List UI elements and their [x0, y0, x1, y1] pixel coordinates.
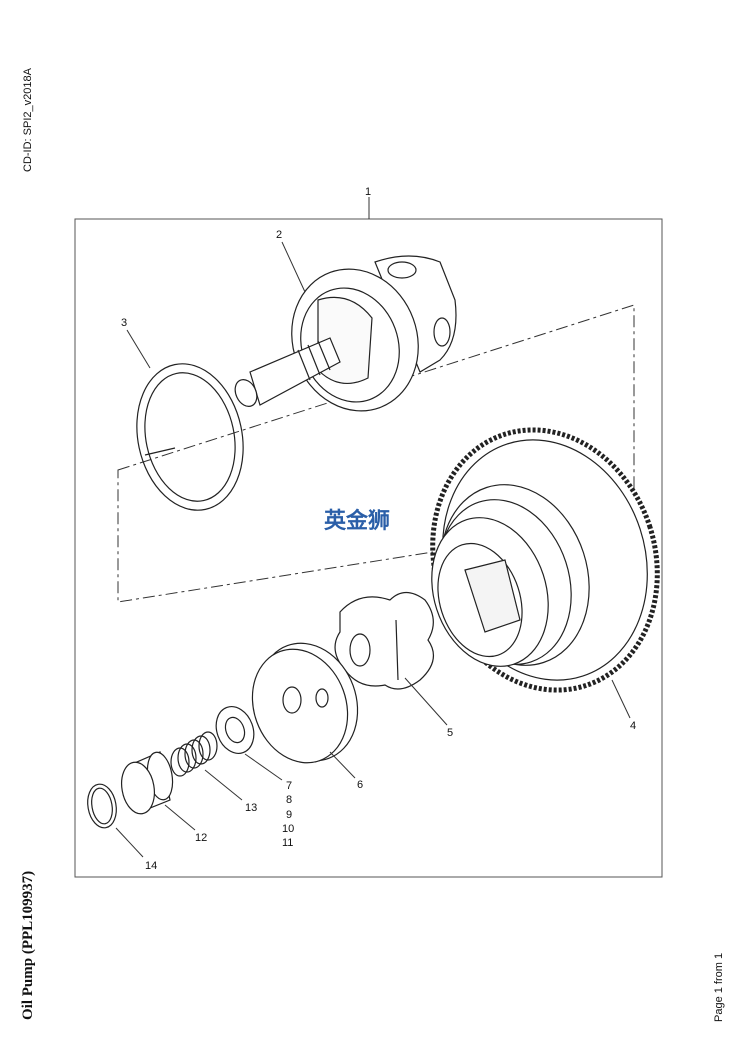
leader-14 — [115, 827, 144, 858]
leader-6 — [329, 751, 356, 779]
callout-3: 3 — [121, 317, 127, 329]
callout-5: 5 — [447, 727, 453, 739]
leader-13 — [204, 769, 243, 801]
part-5-inner-rotor — [334, 591, 435, 690]
leader-12 — [164, 804, 196, 831]
part-12-plug — [121, 751, 174, 815]
callout-7: 7 — [286, 780, 292, 792]
part-7-washer — [215, 706, 255, 754]
leader-5 — [404, 677, 448, 726]
leader-2 — [281, 241, 306, 293]
part-2-rotor-shaft — [234, 255, 457, 412]
leader-4 — [611, 679, 631, 719]
part-14-circlip — [87, 783, 117, 829]
callout-13: 13 — [245, 802, 257, 814]
callout-10: 10 — [282, 823, 294, 835]
callout-2: 2 — [276, 229, 282, 241]
callout-6: 6 — [357, 779, 363, 791]
leader-3 — [126, 329, 151, 369]
leader-7 — [244, 753, 283, 781]
part-4-drive-gear — [430, 427, 660, 693]
callout-14: 14 — [145, 860, 157, 872]
subassembly-boundary — [117, 304, 635, 603]
part-3-snap-ring — [136, 363, 244, 511]
callout-9: 9 — [286, 809, 292, 821]
watermark: 英金狮 — [324, 508, 390, 534]
part-6-cover-plate — [251, 642, 359, 764]
callout-11: 11 — [282, 837, 293, 849]
callout-4: 4 — [630, 720, 636, 732]
callout-1: 1 — [365, 186, 371, 198]
part-13-spring — [170, 731, 218, 777]
callout-12: 12 — [195, 832, 207, 844]
callout-8: 8 — [286, 794, 292, 806]
